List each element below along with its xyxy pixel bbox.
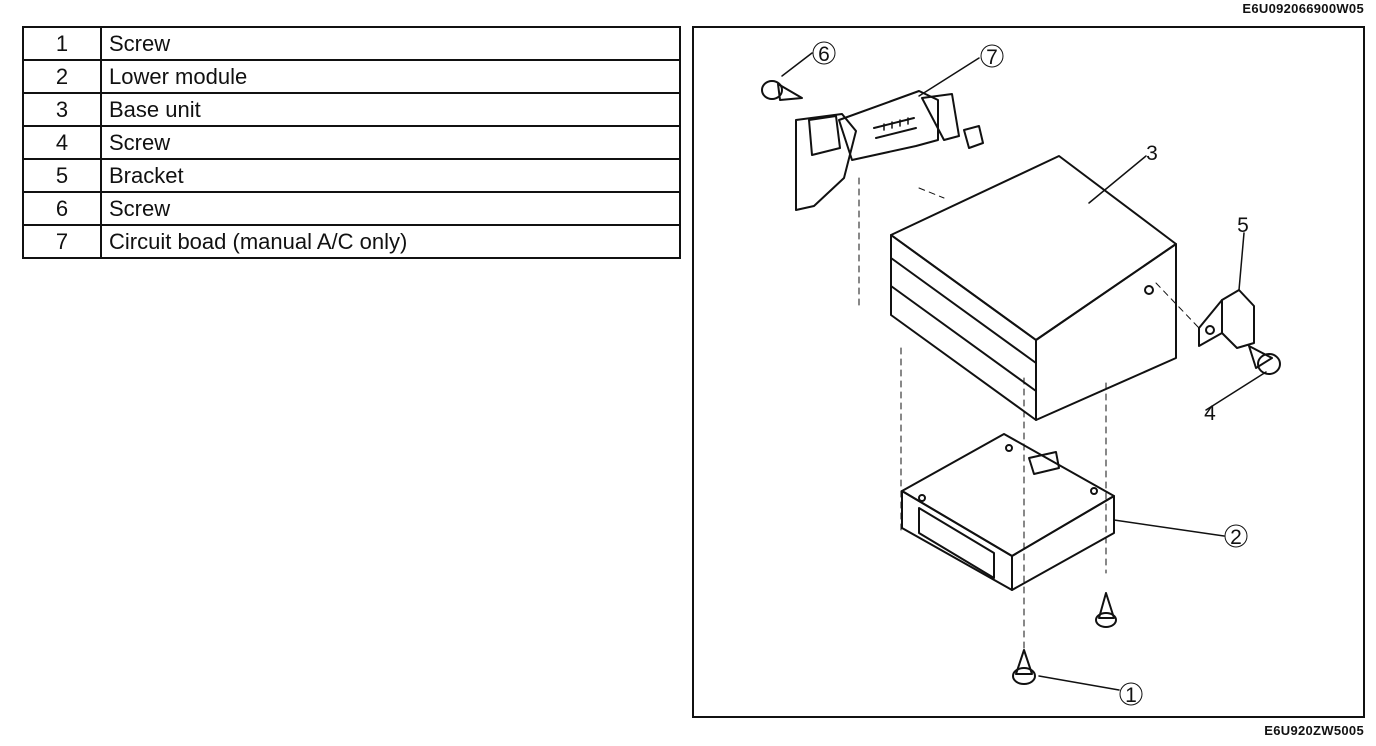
callout-7-circle <box>980 44 1004 68</box>
exploded-diagram-drawing: 6 7 3 5 4 2 1 <box>761 41 1281 707</box>
part-name: Base unit <box>100 92 681 127</box>
part-number: 2 <box>22 59 102 94</box>
table-row: 6 Screw <box>22 191 681 226</box>
callout-1-circle <box>1119 682 1143 706</box>
document-code-bottom: E6U920ZW5005 <box>1264 723 1364 738</box>
base-unit-part <box>890 155 1177 421</box>
callout-1: 1 <box>1125 684 1137 707</box>
callouts: 6 7 3 5 4 2 1 <box>812 41 1249 707</box>
callout-4: 4 <box>1204 402 1216 425</box>
table-row: 7 Circuit boad (manual A/C only) <box>22 224 681 259</box>
parts-table: 1 Screw 2 Lower module 3 Base unit 4 Scr… <box>22 26 681 259</box>
document-code-top: E6U092066900W05 <box>1242 1 1364 16</box>
part-name: Screw <box>100 191 681 226</box>
callout-5: 5 <box>1237 214 1249 237</box>
part-number: 6 <box>22 191 102 226</box>
part-name: Screw <box>100 26 681 61</box>
callout-3: 3 <box>1146 142 1158 165</box>
lower-module-part <box>901 433 1115 591</box>
callout-2: 2 <box>1230 526 1242 549</box>
bracket-part <box>1198 289 1255 349</box>
part-number: 7 <box>22 224 102 259</box>
exploded-diagram: 6 7 3 5 4 2 1 <box>692 26 1365 718</box>
part-name: Screw <box>100 125 681 160</box>
part-name: Circuit boad (manual A/C only) <box>100 224 681 259</box>
screw-6-part <box>761 80 803 101</box>
table-row: 3 Base unit <box>22 92 681 127</box>
screw-1-part <box>1012 592 1117 685</box>
part-number: 1 <box>22 26 102 61</box>
part-number: 3 <box>22 92 102 127</box>
table-row: 4 Screw <box>22 125 681 160</box>
part-number: 4 <box>22 125 102 160</box>
screw-4-part <box>1248 345 1281 375</box>
callout-7: 7 <box>986 46 998 69</box>
part-number: 5 <box>22 158 102 193</box>
table-row: 1 Screw <box>22 26 681 61</box>
callout-6: 6 <box>818 43 830 66</box>
callout-6-circle <box>812 41 836 65</box>
callout-2-circle <box>1224 524 1248 548</box>
part-name: Lower module <box>100 59 681 94</box>
leader-lines <box>781 52 1267 691</box>
table-row: 2 Lower module <box>22 59 681 94</box>
circuit-board-part <box>795 90 984 211</box>
part-name: Bracket <box>100 158 681 193</box>
table-row: 5 Bracket <box>22 158 681 193</box>
